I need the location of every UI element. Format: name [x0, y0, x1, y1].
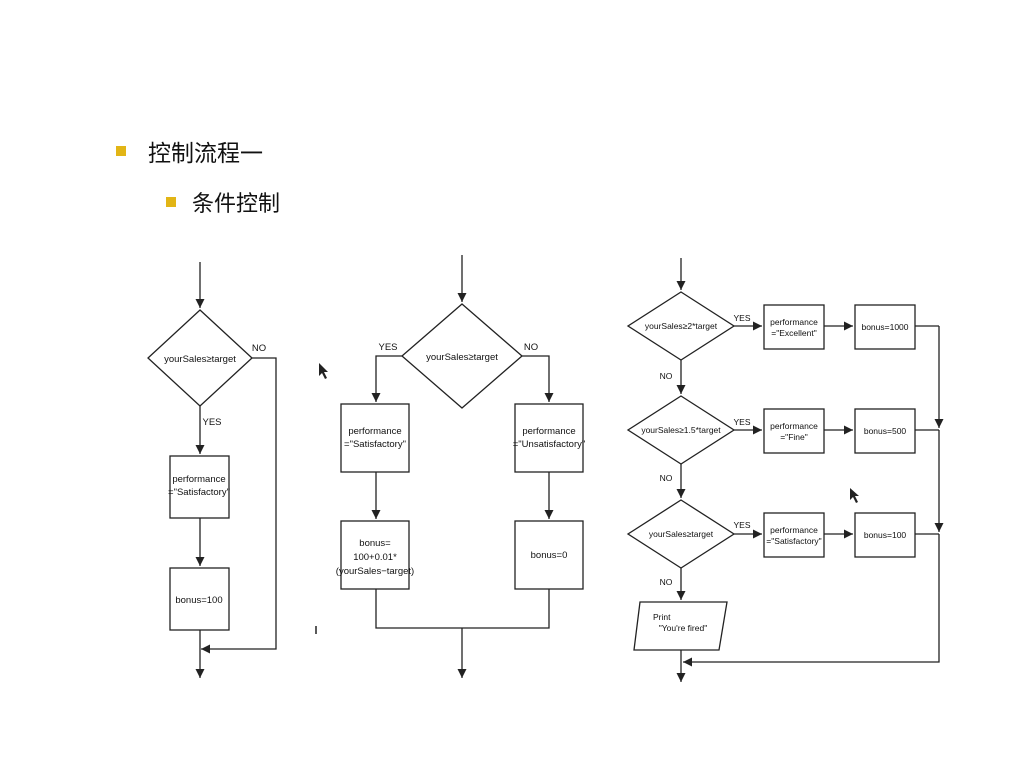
- left-action-line2: ="Satisfactory": [344, 439, 406, 450]
- perf2-box: [763, 408, 825, 454]
- bullet-square-icon: [166, 197, 176, 207]
- yes-label: YES: [733, 313, 750, 323]
- perf3-line1: performance: [770, 525, 818, 535]
- print-parallelogram: [633, 601, 728, 651]
- no-label: NO: [660, 577, 673, 587]
- left-action-box: [340, 403, 410, 473]
- no-path-line: [201, 357, 277, 654]
- bonus2-box: [854, 408, 916, 454]
- yes-label: YES: [733, 417, 750, 427]
- cursor-icon: [850, 488, 859, 503]
- yes-label: YES: [202, 417, 221, 428]
- print-line1: Print: [653, 612, 671, 622]
- merge-line: [375, 589, 550, 629]
- flowchart-if-else: [340, 255, 584, 678]
- right-bonus-label: bonus=0: [531, 550, 568, 561]
- action-line2: ="Satisfactory": [168, 487, 230, 498]
- no-label: NO: [660, 371, 673, 381]
- cursor-icon: [319, 363, 328, 379]
- right-action-box: [514, 403, 584, 473]
- collector-return-line: [683, 534, 940, 667]
- perf1-line1: performance: [770, 317, 818, 327]
- decision-label: yourSales≥target: [164, 354, 236, 365]
- decision3-label: yourSales≥target: [649, 529, 714, 539]
- perf3-line2: ="Satisfactory": [766, 536, 821, 546]
- no-label: NO: [252, 343, 266, 354]
- perf2-line2: ="Fine": [780, 432, 808, 442]
- heading-level1: 控制流程一: [148, 141, 263, 167]
- flowchart-simple-if-labels: yourSales≥target NO YES performance ="Sa…: [164, 343, 266, 606]
- perf1-box: [763, 304, 825, 350]
- action-line1: performance: [172, 474, 225, 485]
- left-bonus-line3: (yourSales−target): [336, 566, 414, 577]
- yes-label: YES: [733, 520, 750, 530]
- flowchart-simple-if: [147, 262, 277, 678]
- no-label: NO: [660, 473, 673, 483]
- right-action-line2: ="Unsatisfactory": [513, 439, 585, 450]
- decision2-label: yourSales≥1.5*target: [641, 425, 721, 435]
- left-bonus-line2: 100+0.01*: [353, 552, 397, 563]
- flowchart-multi-branch: [626, 258, 944, 682]
- decision-diamond: [401, 303, 523, 409]
- bonus3-box: [854, 512, 916, 558]
- bonus1-box: [854, 304, 916, 350]
- perf1-line2: ="Excellent": [771, 328, 817, 338]
- yes-path-line: [371, 355, 402, 402]
- bonus2-label: bonus=500: [864, 426, 907, 436]
- perf3-box: [763, 512, 825, 558]
- right-action-line1: performance: [522, 426, 575, 437]
- bullet-square-icon: [116, 146, 126, 156]
- decision-label: yourSales≥target: [426, 352, 498, 363]
- perf2-line1: performance: [770, 421, 818, 431]
- left-action-line1: performance: [348, 426, 401, 437]
- bonus1-label: bonus=1000: [861, 322, 908, 332]
- print-line2: "You're fired": [659, 623, 707, 633]
- decision1-label: yourSales≥2*target: [645, 321, 718, 331]
- bonus-label: bonus=100: [175, 595, 222, 606]
- left-bonus-box: [340, 520, 410, 590]
- no-label: NO: [524, 342, 538, 353]
- flowchart-multi-branch-labels: yourSales≥2*target yourSales≥1.5*target …: [641, 313, 908, 633]
- bonus3-label: bonus=100: [864, 530, 907, 540]
- flowchart-if-else-labels: yourSales≥target YES NO performance ="Sa…: [336, 342, 585, 577]
- bullet-level1: 控制流程一: [116, 134, 263, 168]
- no-path-line: [522, 355, 554, 402]
- left-bonus-line1: bonus=: [359, 538, 391, 549]
- yes-label: YES: [378, 342, 397, 353]
- heading-level2: 条件控制: [192, 192, 281, 217]
- bullet-level2: 条件控制: [166, 186, 280, 218]
